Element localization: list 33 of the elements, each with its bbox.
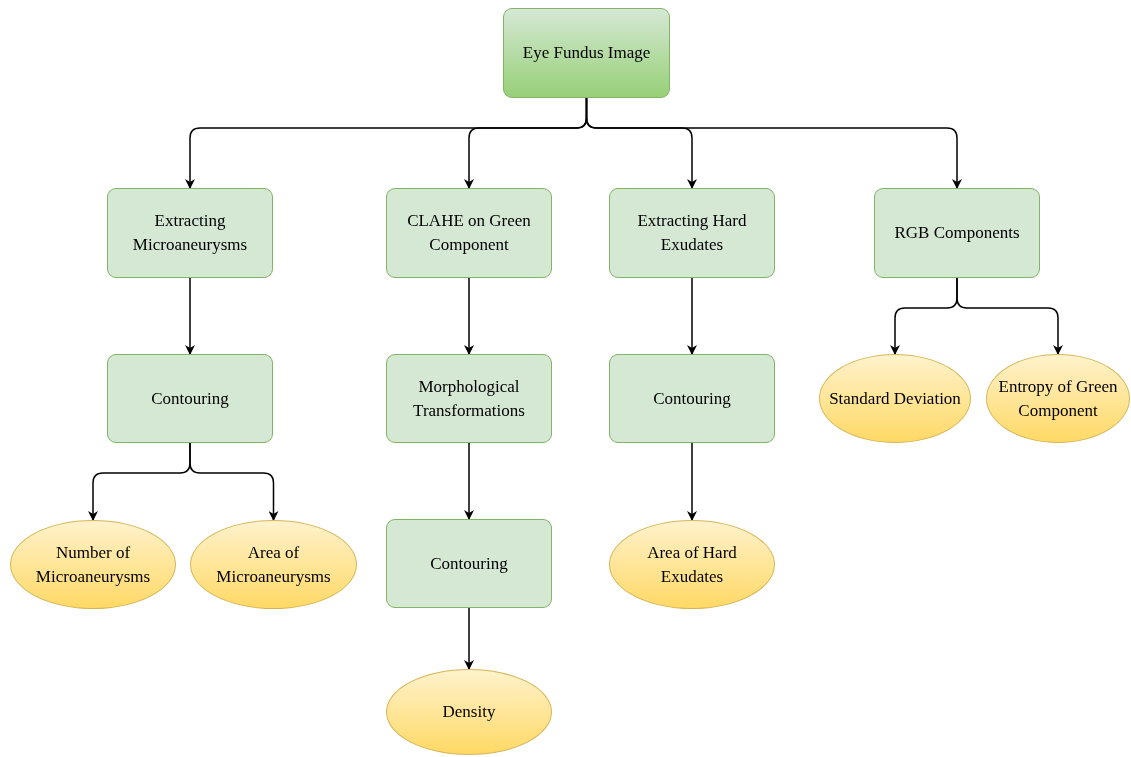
node-label: RGB Components (894, 222, 1020, 245)
node-label: Number of Microaneurysms (34, 541, 152, 588)
process-box (386, 188, 552, 278)
process-box (107, 354, 273, 443)
node-label: Entropy of Green Component (997, 375, 1119, 422)
process-box (609, 188, 775, 278)
node-label: Extracting Hard Exudates (636, 210, 748, 256)
node-label: Area of Hard Exudates (646, 541, 738, 588)
node-label: Standard Deviation (829, 387, 961, 410)
node-label: Morphological Transformations (412, 375, 526, 422)
arrow (464, 442, 474, 520)
node-label: Area of Microaneurysms (215, 541, 332, 588)
arrow (464, 607, 474, 670)
node-label: CLAHE on Green Component (406, 210, 532, 256)
process-box (386, 354, 552, 443)
arrow (464, 277, 474, 355)
arrow (956, 277, 1063, 355)
process-box (874, 188, 1040, 278)
process-box (503, 8, 670, 98)
process-box (107, 188, 273, 278)
arrow (185, 277, 195, 355)
node-label: Eye Fundus Image (522, 42, 651, 65)
node-label: Extracting Microaneurysms (131, 210, 249, 256)
arrow (687, 277, 697, 355)
arrow (189, 442, 279, 521)
node-label: Density (442, 701, 496, 724)
arrow (687, 442, 697, 521)
node-label: Contouring (430, 552, 508, 575)
node-label: Contouring (653, 387, 731, 410)
process-box (609, 354, 775, 443)
process-box (386, 519, 552, 608)
arrow (585, 97, 962, 189)
node-label: Contouring (151, 387, 229, 410)
